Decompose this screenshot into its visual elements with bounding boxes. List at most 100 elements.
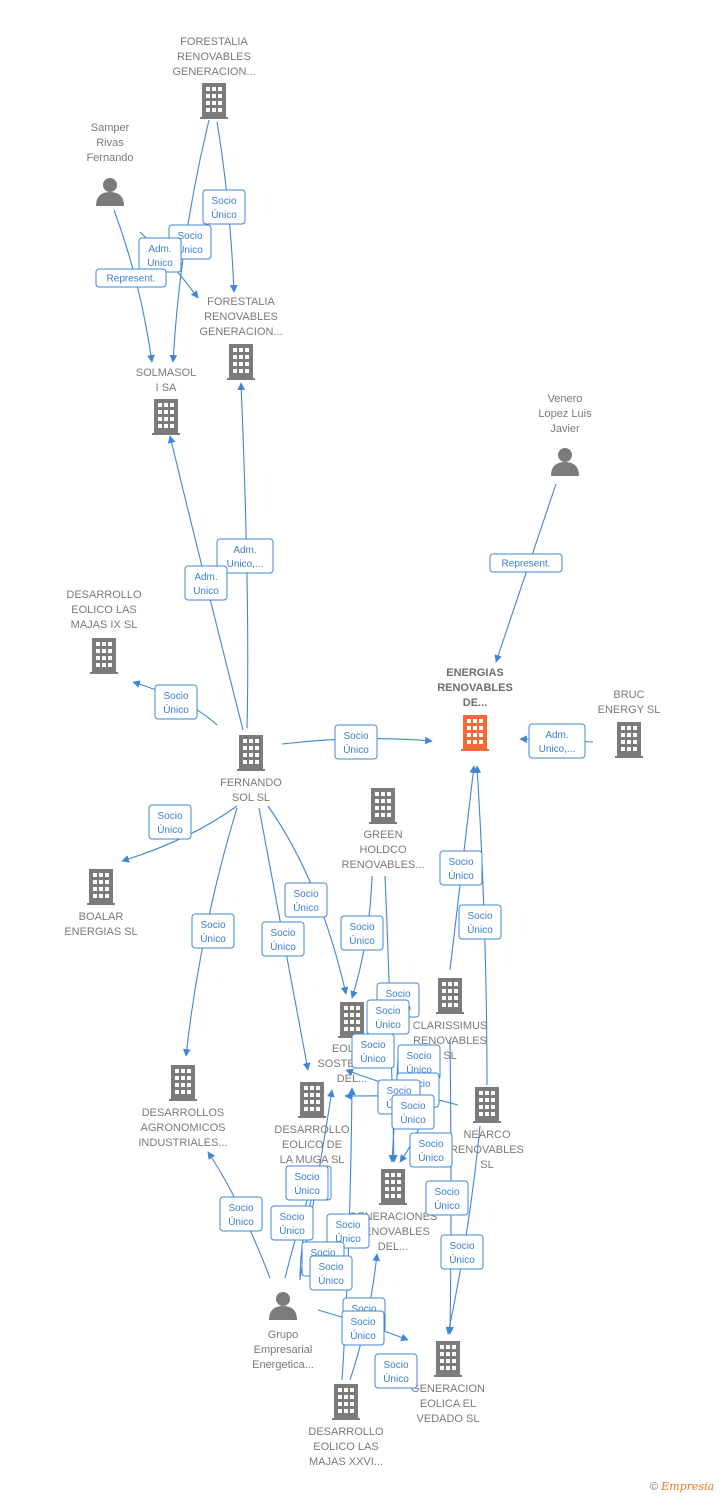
node-label: I SA — [156, 382, 177, 394]
building-icon — [237, 735, 265, 771]
relation-text: Único — [177, 243, 203, 256]
relation-text: Represent. — [502, 559, 551, 570]
relation-text: Socio — [177, 231, 202, 242]
node-label: SOLMASOL — [136, 367, 197, 379]
relation-text: Único — [211, 208, 237, 221]
building-icon — [615, 722, 643, 758]
relation-arrow — [494, 483, 557, 663]
relation-box — [326, 1213, 370, 1249]
company-node-energias[interactable]: ENERGIASRENOVABLESDE... — [437, 667, 513, 751]
company-node-forestalia1[interactable]: FORESTALIARENOVABLESGENERACION... — [172, 36, 256, 119]
company-node-solmasol[interactable]: SOLMASOL I SA — [136, 367, 197, 435]
relation-box — [351, 1033, 395, 1069]
node-label: Empresarial — [254, 1344, 313, 1356]
node-label: DE... — [463, 697, 487, 709]
company-node-agronomicos[interactable]: DESARROLLOSAGRONOMICOSINDUSTRIALES... — [138, 1065, 228, 1149]
relation-label[interactable]: Adm.Unico,... — [216, 538, 274, 574]
person-node-grupo[interactable]: GrupoEmpresarialEnergetica... — [252, 1292, 314, 1371]
company-node-generaciones[interactable]: GENERACIONESRENOVABLESDEL... — [349, 1169, 438, 1253]
relation-box — [439, 850, 483, 886]
relation-text: Único — [467, 923, 493, 936]
relation-text: Socio — [351, 1304, 376, 1315]
relation-text: Socio — [310, 1248, 335, 1259]
building-icon — [338, 1002, 366, 1038]
relation-arrow — [237, 382, 249, 729]
company-node-green[interactable]: GREENHOLDCORENOVABLES... — [342, 788, 425, 871]
relation-text: Socio — [467, 911, 492, 922]
company-node-forestalia2[interactable]: FORESTALIARENOVABLESGENERACION... — [199, 296, 283, 380]
node-label: Rivas — [96, 137, 124, 149]
node-label: BRUC — [613, 689, 644, 701]
relation-label[interactable]: Adm.Unico — [138, 237, 182, 273]
relation-text: Socio — [449, 1241, 474, 1252]
relation-text: Socio — [211, 196, 236, 207]
node-label: SOL SL — [232, 792, 270, 804]
relation-box — [458, 904, 502, 940]
relation-box — [261, 921, 305, 957]
node-label: CLARISSIMUS — [413, 1020, 488, 1032]
relation-text: Socio — [270, 928, 295, 939]
building-icon — [379, 1169, 407, 1205]
relation-label[interactable]: Represent. — [95, 268, 167, 288]
relation-text: Socio — [318, 1262, 343, 1273]
building-icon — [434, 1341, 462, 1377]
relation-text: Socio — [228, 1203, 253, 1214]
relation-box — [391, 1094, 435, 1130]
node-label: AGRONOMICOS — [141, 1122, 226, 1134]
relation-label[interactable]: Represent. — [489, 553, 563, 573]
relation-label[interactable]: Adm.Unico,... — [528, 723, 586, 759]
node-label: FORESTALIA — [207, 296, 275, 308]
relation-label[interactable]: Adm. Unico — [184, 565, 228, 601]
relation-text: Único — [294, 1184, 320, 1197]
node-label: GENERACION... — [172, 66, 255, 78]
empresia-logo[interactable]: Empresia — [661, 1480, 715, 1493]
node-label: RENOVABLES — [356, 1226, 430, 1238]
node-label: SL — [443, 1050, 456, 1062]
relation-text: Único — [448, 869, 474, 882]
relation-text: Socio — [335, 1220, 360, 1231]
relation-text: Adm. — [194, 572, 217, 583]
relation-text: Socio — [279, 1212, 304, 1223]
relation-text: Adm. — [233, 545, 256, 556]
node-label: GENERACION... — [199, 326, 282, 338]
relation-text: Unico — [193, 586, 219, 597]
relation-labels: SocioÚnicoSocioÚnicoAdm.UnicoRepresent.R… — [95, 189, 586, 1389]
node-label: LA MUGA SL — [280, 1154, 345, 1166]
relation-text: Unico — [147, 258, 173, 269]
relation-box — [219, 1196, 263, 1232]
node-label: EOLICO LAS — [313, 1441, 378, 1453]
